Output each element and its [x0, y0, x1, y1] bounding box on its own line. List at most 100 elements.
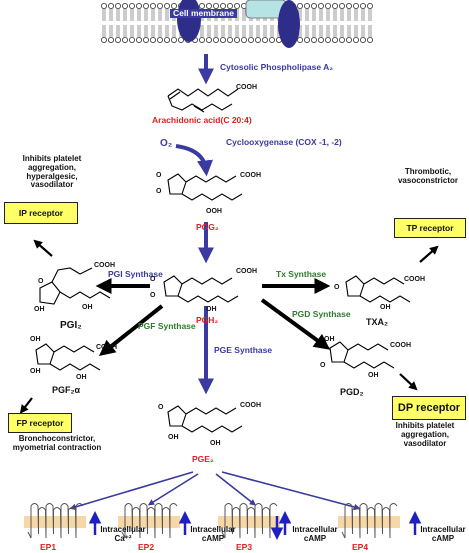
lipid-tail: [214, 25, 218, 37]
lipid-head: [226, 37, 233, 44]
lipid-head: [101, 3, 108, 9]
pgd2-oh-right: OH: [368, 372, 379, 379]
lipid-head: [115, 37, 122, 44]
arrow-pge2-ep3: [215, 473, 257, 506]
lipid-head: [170, 3, 177, 9]
pge2-label: PGE₂: [192, 454, 214, 464]
lipid-head: [219, 3, 226, 9]
lipid-head: [163, 37, 170, 44]
lipid-tail: [235, 25, 239, 37]
lipid-tail: [158, 9, 162, 21]
lipid-tail: [102, 9, 106, 21]
lipid-head: [135, 3, 142, 9]
lipid-head: [261, 37, 268, 44]
pgi2-oh-right: OH: [82, 304, 93, 311]
lipid-tail: [249, 25, 253, 37]
lipid-head: [177, 37, 184, 44]
lipid-tail: [158, 25, 162, 37]
lipid-head: [352, 37, 359, 44]
arrow-pge2-ep4: [221, 471, 361, 511]
ip-receptor-box: IP receptor: [4, 202, 78, 224]
pgi2-oh-left: OH: [34, 306, 45, 313]
lipid-tail: [368, 25, 372, 37]
pgf2a-structure: [35, 343, 101, 371]
lipid-tail: [116, 9, 120, 21]
ip-effect-text: Inhibits platelet aggregation, hyperalge…: [22, 154, 82, 190]
lipid-head: [142, 37, 149, 44]
lipid-head: [233, 3, 240, 9]
ep2-signal: Intracellular cAMP: [190, 525, 236, 543]
lipid-tail: [333, 25, 337, 37]
lipid-head: [156, 37, 163, 44]
pgd2-label: PGD₂: [340, 387, 364, 397]
ep3-signal: Intracellular cAMP: [292, 525, 338, 543]
lipid-head: [115, 3, 122, 9]
lipid-head: [198, 37, 205, 44]
lipid-head: [359, 3, 366, 9]
lipid-head: [324, 3, 331, 9]
pgd-synthase-label: PGD Synthase: [292, 309, 351, 319]
lipid-head: [352, 3, 359, 9]
pgg2-structure: [167, 173, 243, 201]
membrane-protein-right: [278, 0, 300, 48]
lipid-head: [128, 3, 135, 9]
ep1-receptor-protein: [27, 503, 84, 539]
lipid-tail: [312, 25, 316, 37]
ep3-receptor-protein: [221, 503, 278, 539]
pgh2-oh-label: OH: [206, 306, 217, 313]
txa2-structure: [345, 275, 411, 303]
pgi2-structure: [39, 267, 111, 305]
lipid-tail: [165, 25, 169, 37]
pgd2-cooh-label: COOH: [390, 342, 411, 349]
pge2-cooh-label: COOH: [240, 402, 261, 409]
lipid-tail: [319, 25, 323, 37]
pge2-oh-right: OH: [210, 440, 221, 447]
dp-receptor-box: DP receptor: [392, 396, 466, 420]
lipid-head: [170, 37, 177, 44]
lipid-head: [198, 3, 205, 9]
lipid-head: [108, 37, 115, 44]
pge-synthase-label: PGE Synthase: [214, 345, 273, 355]
pge2-oh-left: OH: [168, 434, 179, 441]
pgg2-o-top: O: [156, 172, 162, 179]
lipid-tail: [368, 9, 372, 21]
lipid-head: [240, 37, 247, 44]
lipid-tail: [305, 9, 309, 21]
pge2-o-label: O: [158, 404, 164, 411]
ep1-signal: Intracellular Ca⁺²: [100, 525, 146, 543]
pgg2-ooh-label: OOH: [206, 208, 222, 215]
cell-membrane-label: Cell membrane: [170, 8, 237, 19]
lipid-head: [254, 37, 261, 44]
lipid-head: [310, 3, 317, 9]
tx-synthase-label: Tx Synthase: [276, 269, 327, 279]
lipid-tail: [130, 9, 134, 21]
lipid-head: [331, 37, 338, 44]
ep2-membrane-band: [118, 516, 180, 528]
lipid-head: [310, 37, 317, 44]
lipid-head: [338, 37, 345, 44]
pgi2-label: PGI₂: [60, 320, 82, 331]
cox-label: Cyclooxygenase (COX -1, -2): [226, 137, 342, 147]
lipid-tail: [347, 9, 351, 21]
lipid-head: [149, 37, 156, 44]
lipid-tail: [354, 9, 358, 21]
pgg2-o-bottom: O: [156, 188, 162, 195]
ep4-label: EP4: [352, 542, 369, 552]
txa2-oh-label: OH: [380, 304, 391, 311]
lipid-head: [345, 3, 352, 9]
txa2-cooh-label: COOH: [404, 276, 425, 283]
ep1-label: EP1: [40, 542, 57, 552]
lipid-tail: [340, 25, 344, 37]
arachidonic-acid-label: Arachidonic acid(C 20:4): [152, 115, 252, 125]
lipid-head: [212, 3, 219, 9]
lipid-head: [101, 37, 108, 44]
ep4-signal: Intracellular cAMP: [420, 525, 466, 543]
membrane-protein-left: [177, 0, 201, 42]
pgi2-cooh-label: COOH: [94, 262, 115, 269]
lipid-tail: [123, 25, 127, 37]
lipid-head: [226, 3, 233, 9]
lipid-tail: [270, 25, 274, 37]
dp-effect-text: Inhibits platelet aggregation, vasodilat…: [395, 421, 455, 448]
lipid-tail: [347, 25, 351, 37]
